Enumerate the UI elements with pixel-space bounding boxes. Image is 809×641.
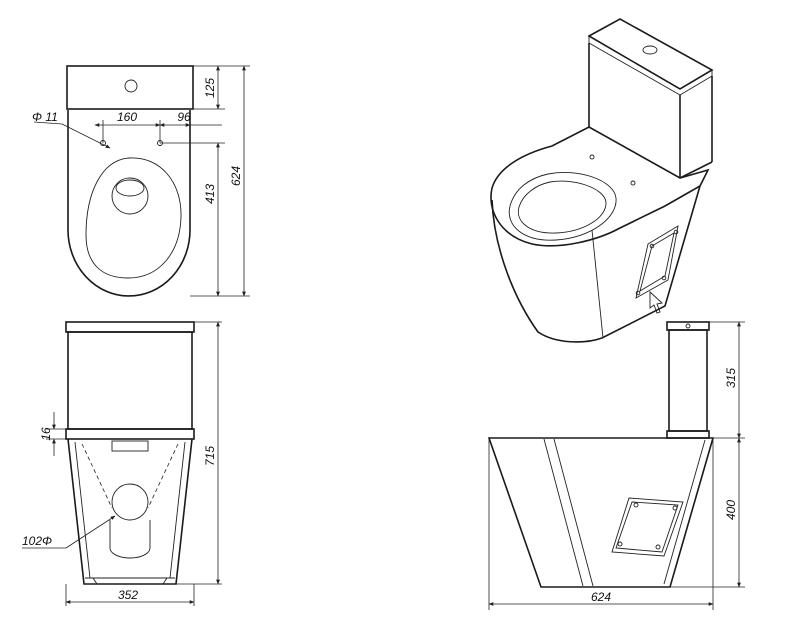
- iso-tank-front: [588, 43, 713, 178]
- front-view-bowl-inner: [74, 441, 186, 579]
- front-view-flush-inlet: [111, 440, 149, 452]
- top-view: [66, 65, 222, 297]
- top-view-bowl-opening: [111, 177, 149, 215]
- dim-width: 352: [118, 588, 138, 602]
- front-view-tank-lid: [65, 321, 195, 333]
- front-view-outlet: [111, 483, 149, 521]
- dim-flange-thickness: 16: [39, 427, 53, 441]
- front-view-bowl: [67, 438, 193, 585]
- front-view: [65, 321, 195, 585]
- iso-arrow-icon: [649, 290, 663, 314]
- front-view-tank: [67, 331, 193, 430]
- dim-side-depth: 624: [591, 590, 611, 604]
- top-view-bowl-opening-inner: [115, 179, 145, 197]
- side-view-tank: [668, 329, 708, 432]
- dim-bowl-height: 400: [724, 500, 738, 520]
- dim-overall-depth: 624: [229, 166, 243, 186]
- dim-tank-height: 315: [724, 368, 738, 388]
- side-view: [487, 321, 715, 588]
- dim-overall-height: 715: [203, 446, 217, 466]
- top-view-flush-button: [124, 79, 138, 93]
- side-view-dimensions: 315 400 624: [488, 321, 745, 610]
- dim-hole-spacing: 160: [117, 110, 137, 124]
- dim-hole-diameter: Φ 11: [32, 110, 58, 124]
- dim-outlet-diameter: 102Φ: [22, 534, 52, 548]
- top-view-bowl-outline: [67, 110, 191, 297]
- top-view-dimensions: 125 413 624 160 96 Φ 11: [32, 65, 250, 297]
- top-view-seat-outline: [85, 157, 182, 279]
- front-view-dimensions: 715 16 102Φ 352: [22, 321, 222, 606]
- dim-hole-offset: 96: [177, 110, 191, 124]
- dim-bowl-depth: 413: [203, 184, 217, 204]
- dim-tank-depth: 125: [203, 78, 217, 98]
- iso-bowl-rim: [490, 126, 710, 247]
- iso-seat-opening: [508, 172, 617, 241]
- iso-flush-button: [642, 45, 658, 55]
- top-view-tank: [66, 65, 194, 110]
- iso-bowl-body: [491, 185, 701, 343]
- side-view-tank-lid: [666, 321, 710, 331]
- front-view-flange: [65, 428, 195, 440]
- side-view-access-panel: [611, 497, 684, 557]
- iso-access-panel: [635, 225, 679, 299]
- side-view-flange: [666, 430, 710, 439]
- isometric-view: [490, 18, 714, 343]
